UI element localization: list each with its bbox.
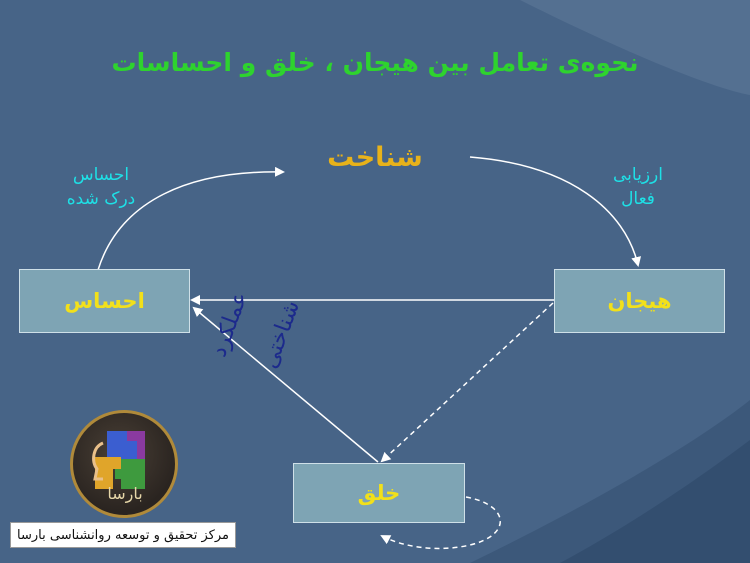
arrow-cognition-to-emotion [469, 156, 642, 267]
footer-caption: مرکز تحقیق و توسعه روانشناسی بارسا [10, 522, 236, 548]
feeling-box: احساس [19, 269, 190, 333]
active-appraisal-label: ارزیابی فعال [613, 165, 663, 209]
arrow-mood-to-feeling [192, 306, 379, 463]
emotion-box: هیجان [554, 269, 725, 333]
arrow-emotion-to-mood [380, 302, 554, 463]
barsa-logo: بارسا [70, 410, 178, 518]
puzzle-head-icon: بارسا [92, 431, 145, 504]
cognition-label: شناخت [327, 142, 423, 173]
mood-box: خلق [293, 463, 465, 523]
decor-swoosh-top [520, 0, 750, 95]
arrow-feeling-to-cognition [97, 166, 285, 271]
arrow-mood-self-loop [380, 496, 501, 550]
perceived-feeling-label: احساس درک شده [66, 165, 136, 209]
diagram-title: نحوه‌ی تعامل بین هیجان ، خلق و احساسات [111, 48, 639, 77]
logo-text: بارسا [107, 484, 142, 504]
